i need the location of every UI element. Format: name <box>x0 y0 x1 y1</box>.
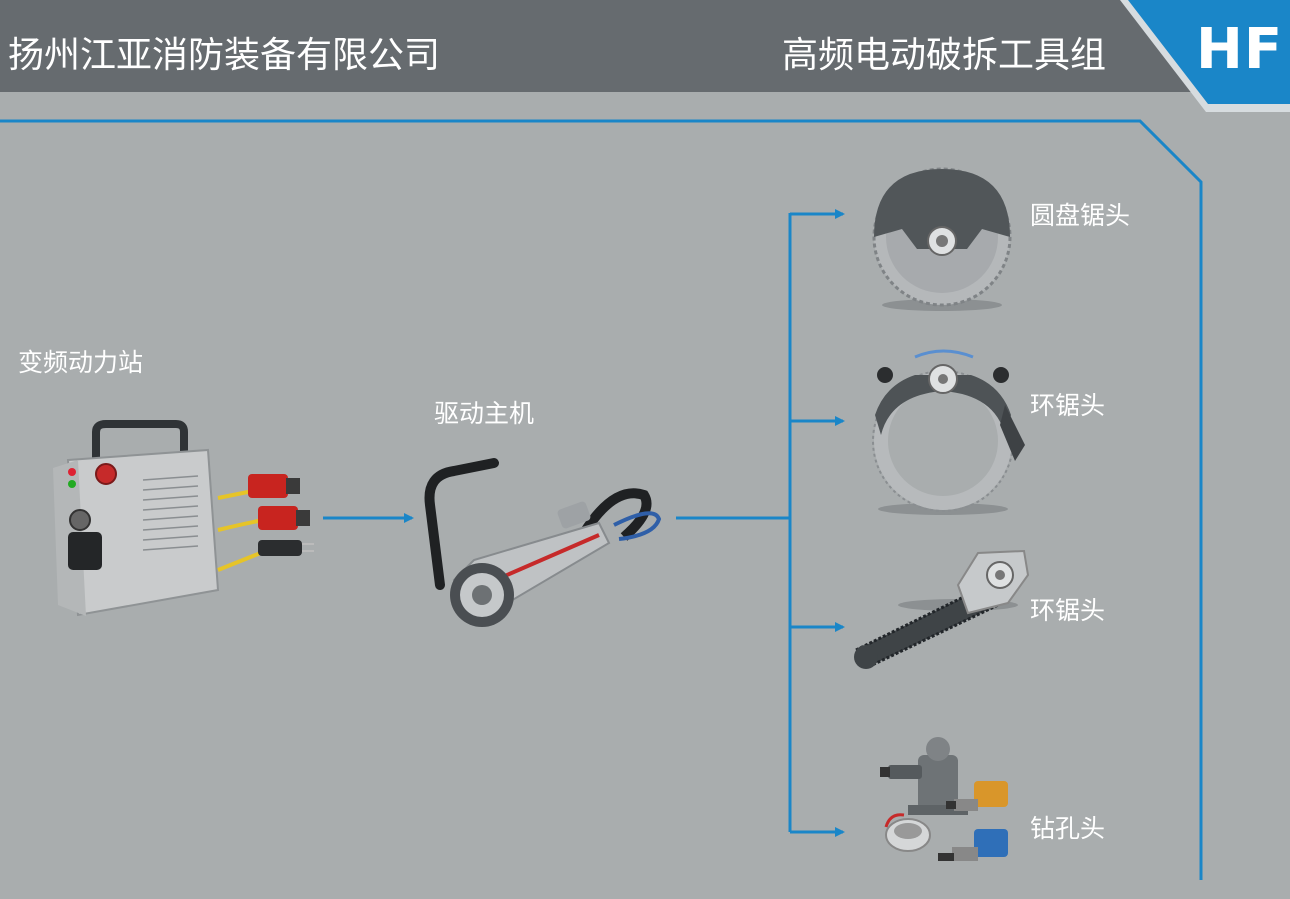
company-name: 扬州江亚消防装备有限公司 <box>8 35 441 76</box>
attachment-label-ring-saw: 环锯头 <box>1030 391 1106 420</box>
drill-heads-icon <box>880 737 1008 861</box>
power-station-label: 变频动力站 <box>18 348 144 377</box>
product-line-title: 高频电动破拆工具组 <box>782 35 1107 76</box>
drive-unit-icon <box>424 458 662 627</box>
brand-badge: HF <box>1196 17 1284 82</box>
frame-line <box>0 119 1203 880</box>
attachment-label-chain-saw: 环锯头 <box>1030 596 1106 625</box>
attachment-label-drill-head: 钻孔头 <box>1030 814 1106 843</box>
circular-saw-icon <box>872 167 1012 311</box>
drive-unit-label: 驱动主机 <box>434 399 535 428</box>
attachment-label-circular-saw: 圆盘锯头 <box>1030 201 1131 230</box>
power-station-icon <box>53 420 314 617</box>
chain-saw-icon <box>853 549 1030 669</box>
header-bar <box>0 0 1290 92</box>
ring-saw-icon <box>872 349 1025 515</box>
brand-badge-tab <box>1120 0 1290 112</box>
